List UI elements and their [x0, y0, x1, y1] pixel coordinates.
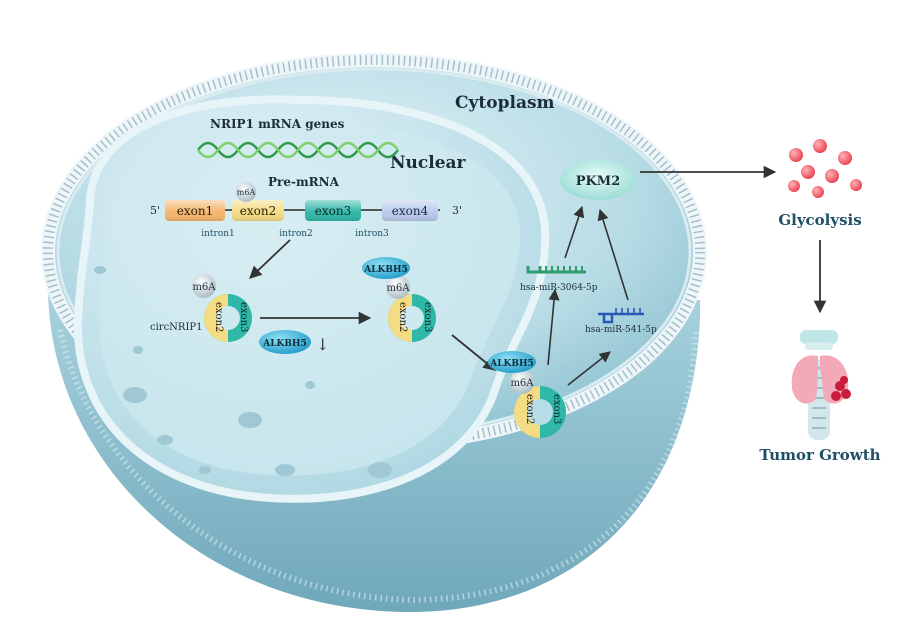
circrna-1-m6a-label: m6A — [192, 282, 216, 293]
nuclear-pore — [368, 462, 392, 478]
genes-label: NRIP1 mRNA genes — [210, 117, 345, 131]
splice-arrow — [249, 239, 291, 279]
circrna-2-exon3: exon3 — [422, 302, 433, 332]
circrna-3-alkbh5-label: ALKBH5 — [489, 359, 534, 369]
mirna-541: hsa-miR-541-5p — [567, 208, 657, 386]
circrna-3: exon2 exon3 m6A ALKBH5 — [488, 351, 566, 438]
exon3-label: exon3 — [315, 204, 351, 218]
circrna-1: exon2 exon3 m6A — [192, 274, 252, 342]
circrna-2-m6a-label: m6A — [386, 283, 410, 294]
sponge-arrow-541 — [567, 351, 611, 386]
pkm2-label: PKM2 — [576, 174, 621, 189]
exon4-label: exon4 — [392, 204, 429, 218]
circnrip1-label: circNRIP1 — [150, 322, 203, 333]
intron3-label: intron3 — [355, 229, 389, 239]
alkbh5-down: ALKBH5 ↓ — [259, 330, 329, 354]
circrna-2-alkbh5-label: ALKBH5 — [363, 265, 408, 275]
tumor-growth-label: Tumor Growth — [759, 446, 880, 464]
circrna-3-alkbh5 — [488, 351, 536, 373]
mirna-3064-label: hsa-miR-3064-5p — [520, 283, 598, 293]
nuclear-pore — [123, 387, 147, 403]
mirna-541-label: hsa-miR-541-5p — [585, 325, 657, 335]
circrna-1-exon2: exon2 — [213, 302, 224, 332]
pre-mrna-label: Pre-mRNA — [268, 175, 340, 189]
three-prime-label: 3' — [452, 204, 462, 217]
intron1-label: intron1 — [201, 229, 235, 239]
circrna-1-exon3: exon3 — [238, 302, 249, 332]
nuclear-label: Nuclear — [390, 153, 467, 173]
nuclear-pore — [94, 266, 106, 274]
pkm2: PKM2 — [560, 160, 636, 200]
exon1-label: exon1 — [177, 204, 213, 218]
circrna-3-exon2: exon2 — [524, 394, 535, 424]
circrna-3-m6a — [510, 370, 534, 394]
nuclear-pore — [275, 464, 295, 476]
mirna-541-icon — [598, 312, 644, 324]
nuclear-pore — [157, 435, 173, 445]
nuclear-pore — [199, 466, 211, 474]
exon2-label: exon2 — [240, 204, 276, 218]
dna-helix — [197, 141, 399, 159]
glycolysis-cluster — [788, 139, 862, 198]
export-arrow — [451, 334, 496, 371]
m6a-label: m6A — [237, 188, 256, 197]
five-prime-label: 5' — [150, 204, 160, 217]
intron2-label: intron2 — [279, 229, 313, 239]
nuclear-pore — [238, 412, 262, 428]
nuclear-pore — [133, 346, 143, 354]
pre-mrna-strand: exon1 exon2 exon3 exon4 m6A intron1 intr… — [165, 182, 440, 239]
circrna-2-exon2: exon2 — [397, 302, 408, 332]
sponge-arrow-3064 — [547, 288, 560, 366]
mirna-3064-to-pkm2 — [564, 205, 585, 259]
circrna-3-m6a-label: m6A — [510, 378, 534, 389]
circrna-3-exon3: exon3 — [551, 394, 562, 424]
circrna-2-alkbh5 — [362, 257, 410, 279]
circrna-1-m6a — [192, 274, 216, 298]
mirna-3064: hsa-miR-3064-5p — [520, 205, 598, 366]
pkm2-blob — [560, 160, 636, 200]
mirna-541-to-pkm2 — [597, 208, 629, 301]
m6a-mark — [236, 182, 256, 202]
glycolysis-label: Glycolysis — [778, 211, 861, 229]
alkbh5-down-arrow: ↓ — [316, 335, 329, 354]
cytoplasm-label: Cytoplasm — [455, 93, 555, 113]
alkbh5-down-label: ALKBH5 — [262, 339, 307, 349]
circrna-2: exon2 exon3 m6A ALKBH5 — [362, 257, 436, 342]
nuclear-pore — [305, 381, 315, 389]
thyroid-tumor-icon — [791, 330, 851, 440]
circrna-2-m6a — [386, 275, 410, 299]
